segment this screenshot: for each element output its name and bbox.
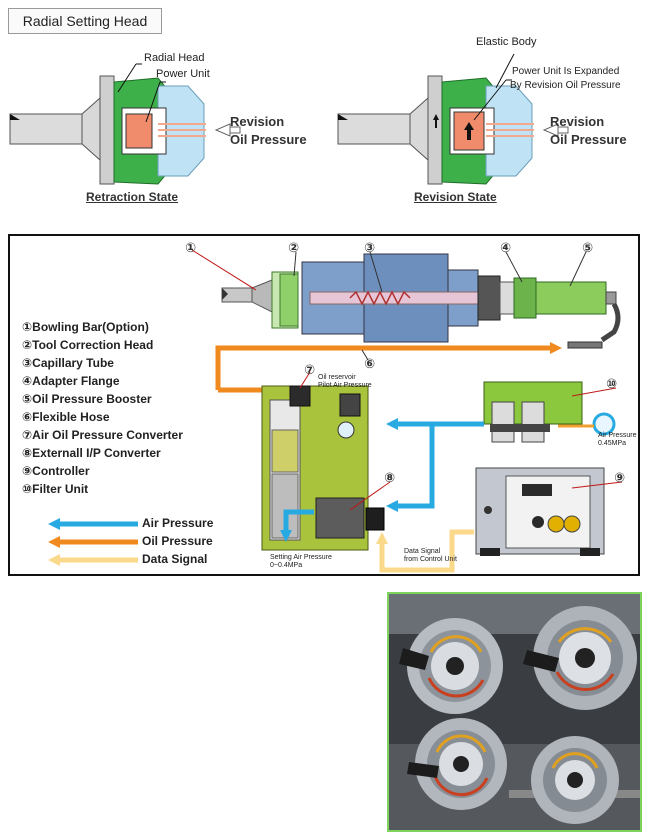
label-revision-right: Revision bbox=[550, 114, 605, 129]
note-data-signal: Data Signal bbox=[404, 548, 441, 555]
section-title: Radial Setting Head bbox=[8, 8, 162, 34]
note-pilot-air: Pilot Air Pressure bbox=[318, 382, 372, 389]
note-oil-reservoir: Oil reservoir bbox=[318, 374, 356, 381]
callout-8: ⑧ bbox=[384, 470, 396, 485]
callout-3: ③ bbox=[364, 240, 376, 255]
label-expanded-line2: By Revision Oil Pressure bbox=[510, 80, 621, 91]
label-oil-pressure-right: Oil Pressure bbox=[550, 132, 627, 147]
machine-photo bbox=[387, 592, 642, 832]
revision-diagram bbox=[337, 53, 569, 185]
part-item: ⑧Externall I/P Converter bbox=[22, 446, 161, 460]
caption-retraction: Retraction State bbox=[86, 190, 179, 204]
note-setting-air: Setting Air Pressure bbox=[270, 554, 332, 561]
callout-2: ② bbox=[288, 240, 300, 255]
label-revision-left: Revision bbox=[230, 114, 285, 129]
caption-revision: Revision State bbox=[414, 190, 497, 204]
label-expanded-line1: Power Unit Is Expanded bbox=[512, 66, 620, 77]
label-power-unit: Power Unit bbox=[156, 68, 210, 80]
part-item: ④Adapter Flange bbox=[22, 374, 120, 388]
part-item: ①Bowling Bar(Option) bbox=[22, 320, 149, 334]
retraction-diagram bbox=[9, 63, 241, 185]
note-air-value: 0.45MPa bbox=[598, 440, 627, 447]
callout-6: ⑥ bbox=[364, 356, 376, 371]
label-oil-pressure-left: Oil Pressure bbox=[230, 132, 307, 147]
part-item: ⑦Air Oil Pressure Converter bbox=[22, 428, 183, 442]
tool-heads-image bbox=[389, 594, 640, 830]
part-item: ③Capillary Tube bbox=[22, 356, 114, 370]
label-elastic-body: Elastic Body bbox=[476, 36, 537, 48]
callout-5: ⑤ bbox=[582, 240, 594, 255]
flow-air-label: Air Pressure bbox=[142, 516, 214, 530]
callout-1: ① bbox=[185, 240, 197, 255]
part-item: ⑨Controller bbox=[22, 464, 90, 478]
system-diagram bbox=[48, 249, 623, 573]
callout-4: ④ bbox=[500, 240, 512, 255]
callout-9: ⑨ bbox=[614, 470, 626, 485]
note-from-control: from Control Unit bbox=[404, 556, 457, 563]
flow-oil-label: Oil Pressure bbox=[142, 534, 213, 548]
part-item: ②Tool Correction Head bbox=[22, 338, 154, 352]
callout-10: ⑩ bbox=[606, 376, 618, 391]
part-item: ⑥Flexible Hose bbox=[22, 410, 110, 424]
part-item: ⑩Filter Unit bbox=[22, 482, 89, 496]
callout-7: ⑦ bbox=[304, 362, 316, 377]
note-setting-value: 0~0.4MPa bbox=[270, 562, 303, 569]
note-air-pressure: Air Pressure bbox=[598, 432, 637, 439]
part-item: ⑤Oil Pressure Booster bbox=[22, 392, 152, 406]
parts-legend: ①Bowling Bar(Option) ②Tool Correction He… bbox=[22, 318, 183, 498]
label-radial-head: Radial Head bbox=[144, 52, 205, 64]
flow-data-label: Data Signal bbox=[142, 552, 208, 566]
